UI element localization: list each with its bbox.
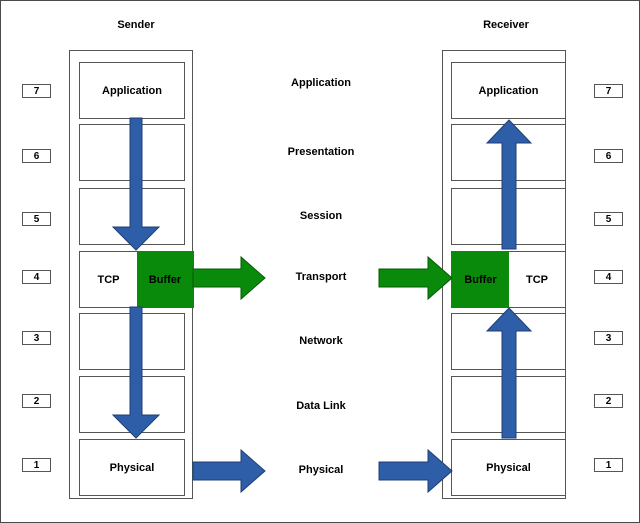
layer-name-application: Application [291, 77, 351, 89]
sender-title: Sender [117, 19, 155, 31]
sender-application-layer: Application [79, 62, 185, 119]
sender-physical-arrow [192, 448, 266, 494]
layer-name-network: Network [299, 335, 343, 347]
layer-name-presentation: Presentation [287, 146, 355, 158]
receiver-application-layer: Application [451, 62, 566, 119]
layer-name-physical: Physical [298, 464, 344, 476]
receiver-physical-arrow [378, 448, 453, 494]
receiver-up-arrow-top [485, 119, 533, 250]
left-layer-number-6: 6 [22, 149, 51, 163]
sender-application-label: Application [102, 84, 162, 97]
layer-name-session: Session [299, 210, 343, 222]
sender-down-arrow-bottom [111, 306, 161, 439]
right-layer-number-1: 1 [594, 458, 623, 472]
sender-down-arrow-top [111, 117, 161, 251]
receiver-title: Receiver [483, 19, 529, 31]
sender-tcp-label: TCP [97, 273, 120, 286]
receiver-physical-label: Physical [486, 461, 531, 474]
right-layer-number-7: 7 [594, 84, 623, 98]
receiver-transport-layer: Buffer TCP [451, 251, 566, 308]
left-layer-number-5: 5 [22, 212, 51, 226]
left-layer-number-2: 2 [22, 394, 51, 408]
receiver-buffer: Buffer [452, 252, 509, 307]
left-layer-number-7: 7 [22, 84, 51, 98]
receiver-physical-layer: Physical [451, 439, 566, 496]
receiver-tcp-label: TCP [525, 273, 548, 286]
sender-physical-layer: Physical [79, 439, 185, 496]
right-layer-number-6: 6 [594, 149, 623, 163]
layer-name-transport: Transport [295, 271, 347, 283]
sender-transport-layer: TCP Buffer [79, 251, 194, 308]
right-layer-number-5: 5 [594, 212, 623, 226]
right-layer-number-3: 3 [594, 331, 623, 345]
layer-name-datalink: Data Link [296, 400, 346, 412]
sender-physical-label: Physical [109, 461, 155, 474]
right-layer-number-2: 2 [594, 394, 623, 408]
receiver-application-label: Application [478, 84, 539, 97]
left-layer-number-3: 3 [22, 331, 51, 345]
sender-transport-arrow [192, 255, 266, 301]
right-layer-number-4: 4 [594, 270, 623, 284]
left-layer-number-4: 4 [22, 270, 51, 284]
sender-buffer: Buffer [136, 252, 193, 307]
receiver-transport-arrow [378, 255, 453, 301]
receiver-up-arrow-bottom [485, 307, 533, 439]
left-layer-number-1: 1 [22, 458, 51, 472]
